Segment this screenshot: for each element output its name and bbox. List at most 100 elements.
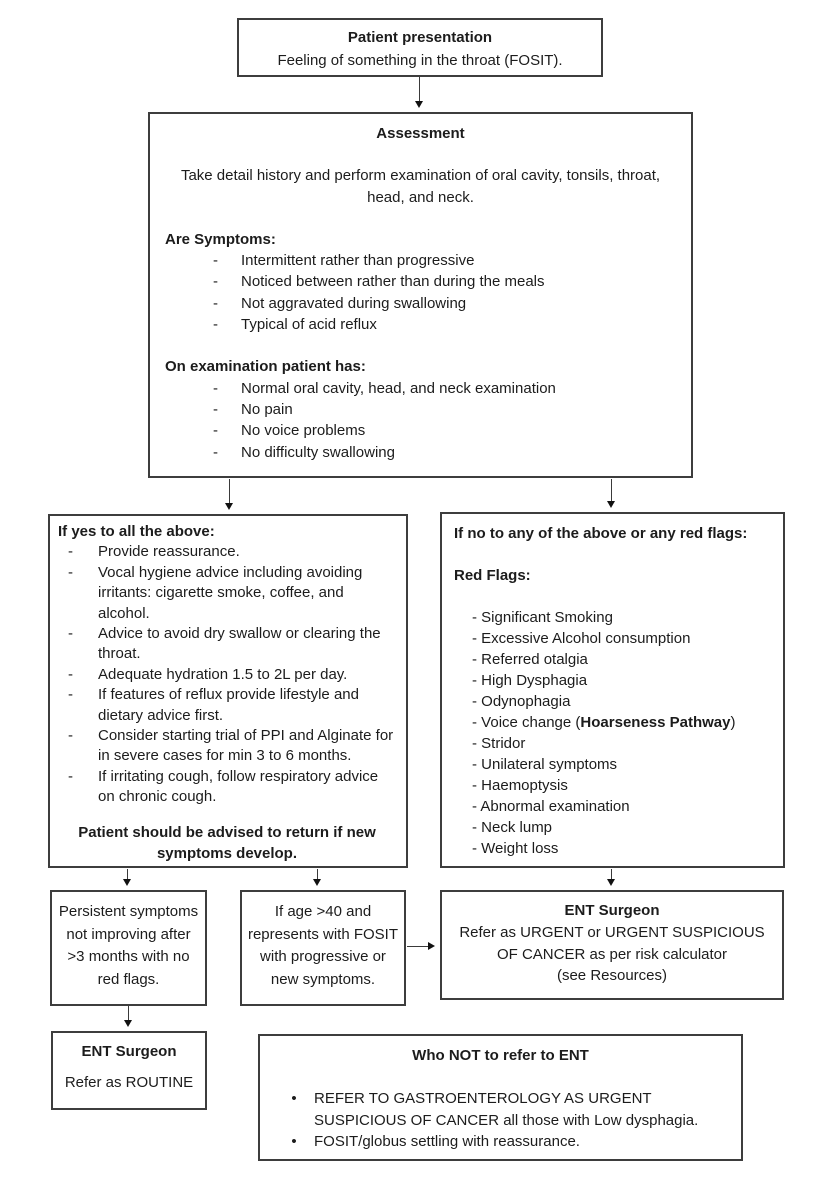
list-item: No pain (165, 399, 676, 420)
spacer (165, 335, 676, 356)
list-item-text: No pain (241, 400, 293, 418)
spacer (454, 586, 771, 607)
list-item-text: Consider starting trial of PPI and Algin… (98, 726, 394, 765)
patient-presentation-title: Patient presentation (347, 29, 493, 46)
ent-urgent-title: ENT Surgeon (564, 902, 660, 919)
ent-routine-title: ENT Surgeon (81, 1043, 177, 1060)
age-over-40-text: If age >40 and represents with FOSIT wit… (247, 903, 399, 988)
spacer (165, 144, 676, 165)
list-item-text: Normal oral cavity, head, and neck exami… (241, 379, 556, 397)
red-flag-text: Weight loss (481, 840, 559, 857)
red-flag-text: Haemoptysis (481, 777, 568, 794)
persistent-symptoms-text: Persistent symptoms not improving after … (58, 903, 199, 988)
bullet-item: REFER TO GASTROENTEROLOGY AS URGENT SUSP… (274, 1088, 727, 1132)
assessment-box: Assessment Take detail history and perfo… (148, 112, 693, 478)
ent-surgeon-urgent-box: ENT Surgeon Refer as URGENT or URGENT SU… (440, 890, 784, 1000)
assessment-intro: Take detail history and perform examinat… (180, 167, 661, 206)
red-flag-text: High Dysphagia (481, 672, 588, 689)
arrow-assessment-to-yes-branch (224, 479, 233, 510)
list-item: If features of reflux provide lifestyle … (58, 685, 396, 726)
red-flag-text: Excessive Alcohol consumption (481, 630, 691, 647)
arrow-age40-to-ent-urgent (407, 941, 435, 950)
examination-heading: On examination patient has: (165, 358, 366, 376)
red-flag-item: Unilateral symptoms (454, 754, 771, 775)
red-flags-heading: Red Flags: (454, 567, 531, 584)
no-branch-heading: If no to any of the above or any red fla… (454, 525, 748, 542)
arrow-presentation-to-assessment (414, 77, 423, 108)
list-item: Not aggravated during swallowing (165, 293, 676, 314)
red-flag-text: Significant Smoking (481, 609, 613, 626)
list-item: Normal oral cavity, head, and neck exami… (165, 378, 676, 399)
who-not-to-refer-box: Who NOT to refer to ENT REFER TO GASTROE… (258, 1034, 743, 1161)
assessment-title: Assessment (376, 125, 465, 142)
red-flag-item: Stridor (454, 733, 771, 754)
spacer (165, 208, 676, 229)
arrow-yes-branch-to-age40 (312, 869, 321, 886)
list-item-text: Adequate hydration 1.5 to 2L per day. (98, 665, 348, 683)
red-flag-item: Neck lump (454, 817, 771, 838)
list-item-text: Noticed between rather than during the m… (241, 273, 545, 291)
red-flag-text: Referred otalgia (481, 651, 588, 668)
red-flag-text: Neck lump (481, 819, 553, 836)
patient-presentation-box: Patient presentation Feeling of somethin… (237, 18, 603, 77)
list-item: Noticed between rather than during the m… (165, 271, 676, 292)
ent-urgent-body: Refer as URGENT or URGENT SUSPICIOUS OF … (459, 923, 765, 963)
arrow-assessment-to-no-branch (606, 479, 615, 508)
who-not-title: Who NOT to refer to ENT (412, 1047, 589, 1064)
spacer (454, 544, 771, 565)
yes-branch-list: Provide reassurance. Vocal hygiene advic… (58, 542, 396, 807)
persistent-symptoms-box: Persistent symptoms not improving after … (50, 890, 207, 1006)
red-flag-item: Significant Smoking (454, 607, 771, 628)
red-flag-text: Voice change ( (481, 714, 581, 731)
no-branch-box: If no to any of the above or any red fla… (440, 512, 785, 868)
arrow-persistent-to-ent-routine (123, 1006, 132, 1027)
red-flag-text: ) (730, 714, 736, 731)
list-item: Advice to avoid dry swallow or clearing … (58, 624, 396, 665)
spacer (57, 1062, 201, 1072)
list-item: Adequate hydration 1.5 to 2L per day. (58, 665, 396, 685)
red-flag-item: Weight loss (454, 838, 771, 859)
bullet-item-text: REFER TO GASTROENTEROLOGY AS URGENT SUSP… (314, 1089, 699, 1129)
list-item: Typical of acid reflux (165, 314, 676, 335)
list-item: Provide reassurance. (58, 542, 396, 562)
red-flag-text: Odynophagia (481, 693, 571, 710)
red-flag-text: Abnormal examination (480, 798, 630, 815)
ent-urgent-note: (see Resources) (556, 967, 668, 985)
list-item: No voice problems (165, 420, 676, 441)
who-not-list: REFER TO GASTROENTEROLOGY AS URGENT SUSP… (274, 1088, 727, 1153)
list-item-text: No voice problems (241, 422, 366, 440)
list-item-text: Intermittent rather than progressive (241, 252, 475, 270)
red-flag-item: Excessive Alcohol consumption (454, 628, 771, 649)
bullet-item: FOSIT/globus settling with reassurance. (274, 1131, 727, 1153)
list-item: Consider starting trial of PPI and Algin… (58, 726, 396, 767)
patient-presentation-body: Feeling of something in the throat (FOSI… (277, 51, 563, 69)
list-item-text: If irritating cough, follow respiratory … (98, 767, 379, 806)
spacer (274, 1067, 727, 1088)
red-flag-text: Unilateral symptoms (481, 756, 618, 773)
red-flag-item: Abnormal examination (454, 796, 771, 817)
list-item-text: Advice to avoid dry swallow or clearing … (98, 624, 381, 663)
arrow-no-branch-to-ent-urgent (606, 869, 615, 886)
red-flag-item-voice-change: Voice change (Hoarseness Pathway) (454, 712, 771, 733)
red-flag-item: High Dysphagia (454, 670, 771, 691)
list-item-text: No difficulty swallowing (241, 443, 395, 461)
bullet-item-text: FOSIT/globus settling with reassurance. (314, 1133, 580, 1151)
red-flag-item: Haemoptysis (454, 775, 771, 796)
examination-list: Normal oral cavity, head, and neck exami… (165, 378, 676, 463)
ent-routine-body: Refer as ROUTINE (64, 1074, 194, 1091)
list-item: Vocal hygiene advice including avoiding … (58, 563, 396, 624)
arrow-yes-branch-to-persistent (122, 869, 131, 886)
symptoms-list: Intermittent rather than progressive Not… (165, 250, 676, 335)
red-flag-bold-text: Hoarseness Pathway (580, 714, 731, 731)
red-flag-item: Referred otalgia (454, 649, 771, 670)
red-flag-item: Odynophagia (454, 691, 771, 712)
red-flags-list: Significant Smoking Excessive Alcohol co… (454, 607, 771, 859)
symptoms-heading: Are Symptoms: (165, 230, 276, 248)
list-item: No difficulty swallowing (165, 442, 676, 463)
list-item: If irritating cough, follow respiratory … (58, 767, 396, 808)
list-item-text: Vocal hygiene advice including avoiding … (98, 563, 363, 622)
list-item-text: Provide reassurance. (98, 543, 240, 561)
yes-branch-heading: If yes to all the above: (58, 523, 215, 540)
yes-branch-box: If yes to all the above: Provide reassur… (48, 514, 408, 868)
